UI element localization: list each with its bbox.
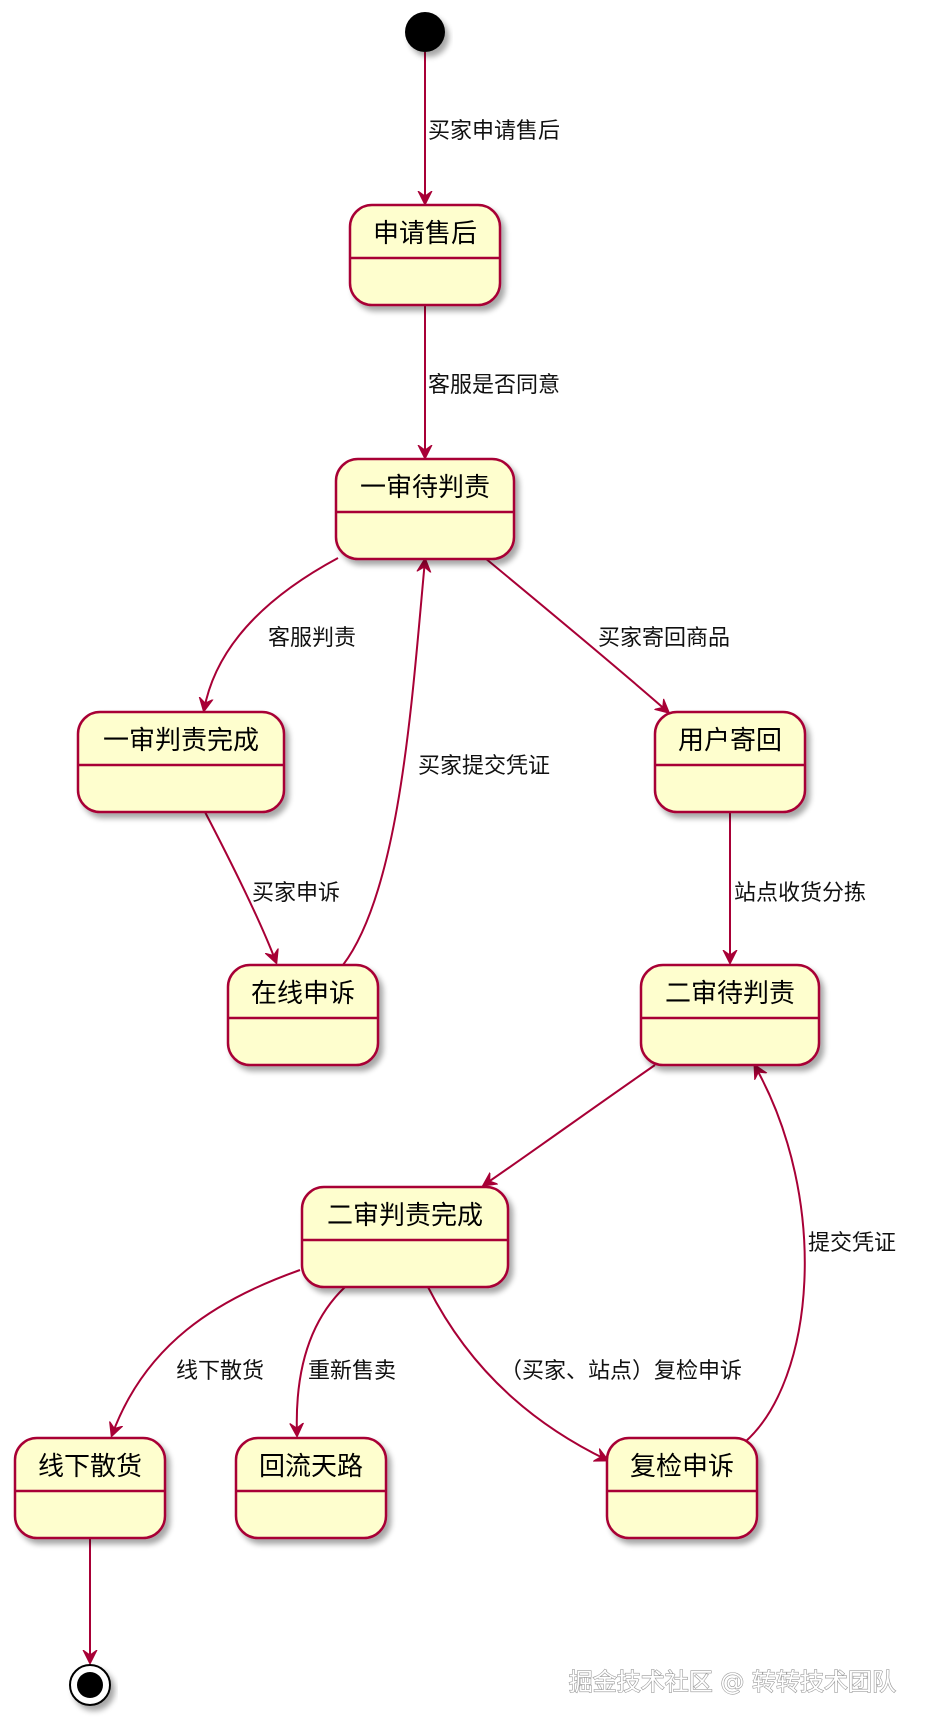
label-first-done-to-online-appeal: 买家申诉 — [252, 881, 340, 906]
label-first-pending-to-first-done: 客服判责 — [268, 626, 356, 651]
label-second-done-to-return-path: 重新售卖 — [308, 1359, 396, 1384]
label-user-return-to-second-pending: 站点收货分拣 — [734, 881, 866, 906]
state-second-done-title: 二审判责完成 — [327, 1201, 483, 1231]
state-recheck-appeal: 复检申诉 — [605, 1436, 759, 1540]
state-recheck-appeal-title: 复检申诉 — [630, 1452, 734, 1482]
edge-first-pending-to-user-return — [484, 557, 668, 712]
state-second-pending: 二审待判责 — [639, 963, 821, 1067]
state-user-return-title: 用户寄回 — [678, 726, 782, 756]
state-online-appeal: 在线申诉 — [226, 963, 380, 1067]
state-second-pending-title: 二审待判责 — [665, 979, 795, 1009]
state-first-pending-title: 一审待判责 — [360, 473, 490, 503]
label-second-done-to-recheck-appeal: （买家、站点）复检申诉 — [500, 1359, 742, 1384]
state-apply: 申请售后 — [348, 203, 502, 307]
label-second-done-to-offline-sale: 线下散货 — [176, 1359, 264, 1384]
edge-online-appeal-to-first-pending — [342, 560, 425, 966]
state-apply-title: 申请售后 — [373, 219, 477, 249]
state-first-done-title: 一审判责完成 — [103, 726, 259, 756]
label-start-to-apply: 买家申请售后 — [428, 119, 560, 144]
edge-first-pending-to-first-done — [204, 557, 339, 710]
label-online-appeal-to-first-pending: 买家提交凭证 — [418, 754, 550, 779]
state-first-done: 一审判责完成 — [76, 710, 286, 814]
label-first-pending-to-user-return: 买家寄回商品 — [598, 626, 730, 651]
state-second-done: 二审判责完成 — [300, 1185, 510, 1289]
label-recheck-appeal-to-second-pending: 提交凭证 — [808, 1231, 896, 1256]
state-offline-sale: 线下散货 — [13, 1436, 167, 1540]
state-return-path: 回流天路 — [234, 1436, 388, 1540]
edge-recheck-appeal-to-second-pending — [744, 1066, 806, 1443]
state-first-pending: 一审待判责 — [334, 457, 516, 561]
edge-second-done-to-recheck-appeal — [427, 1286, 607, 1460]
label-apply-to-first-pending: 客服是否同意 — [428, 373, 560, 398]
state-return-path-title: 回流天路 — [259, 1452, 363, 1482]
edge-second-pending-to-second-done — [484, 1064, 656, 1185]
start-node — [405, 12, 445, 52]
state-offline-sale-title: 线下散货 — [38, 1452, 142, 1482]
edge-second-done-to-return-path — [297, 1286, 346, 1435]
watermark: 掘金技术社区 @ 转转技术团队 — [569, 1668, 896, 1696]
transition-labels: 买家申请售后 客服是否同意 客服判责 买家申诉 买家提交凭证 买家寄回商品 站点… — [176, 119, 896, 1384]
state-user-return: 用户寄回 — [653, 710, 807, 814]
edge-second-done-to-offline-sale — [112, 1269, 301, 1435]
state-online-appeal-title: 在线申诉 — [251, 979, 355, 1009]
transitions — [90, 52, 806, 1662]
end-node — [69, 1664, 111, 1706]
edge-first-done-to-online-appeal — [204, 811, 276, 962]
